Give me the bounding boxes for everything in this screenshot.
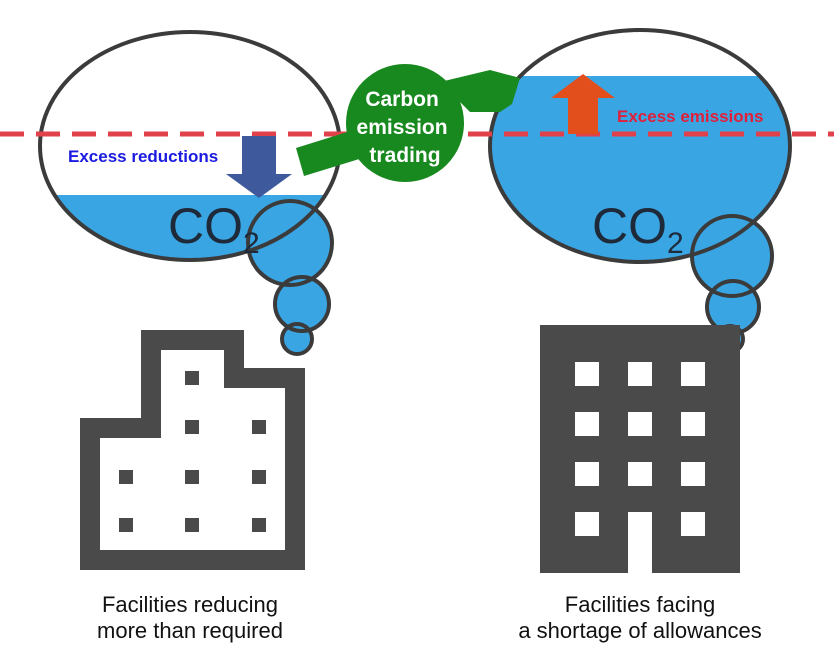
trading-bubble (346, 64, 464, 182)
trading-arrow (296, 64, 520, 182)
excess-emissions-label: Excess emissions (617, 107, 763, 126)
emission-up-arrow (551, 74, 615, 134)
excess-reductions-label: Excess reductions (68, 147, 218, 166)
right-co2-label: CO2 (592, 198, 684, 260)
right-facility-caption: Facilities facing a shortage of allowanc… (470, 592, 810, 644)
right-facility-building-icon (540, 325, 740, 573)
left-caption-line2: more than required (97, 618, 283, 643)
left-co2-label: CO2 (168, 198, 260, 260)
reduction-down-arrow (226, 136, 292, 198)
left-facility-caption: Facilities reducing more than required (40, 592, 340, 644)
right-building-door (628, 512, 652, 573)
left-caption-line1: Facilities reducing (101, 592, 279, 617)
left-facility-building-icon (80, 330, 305, 570)
right-caption-line2: a shortage of allowances (518, 618, 762, 643)
trading-label: Carbon emission trading (357, 88, 454, 167)
right-caption-line1: Facilities facing (564, 592, 716, 617)
